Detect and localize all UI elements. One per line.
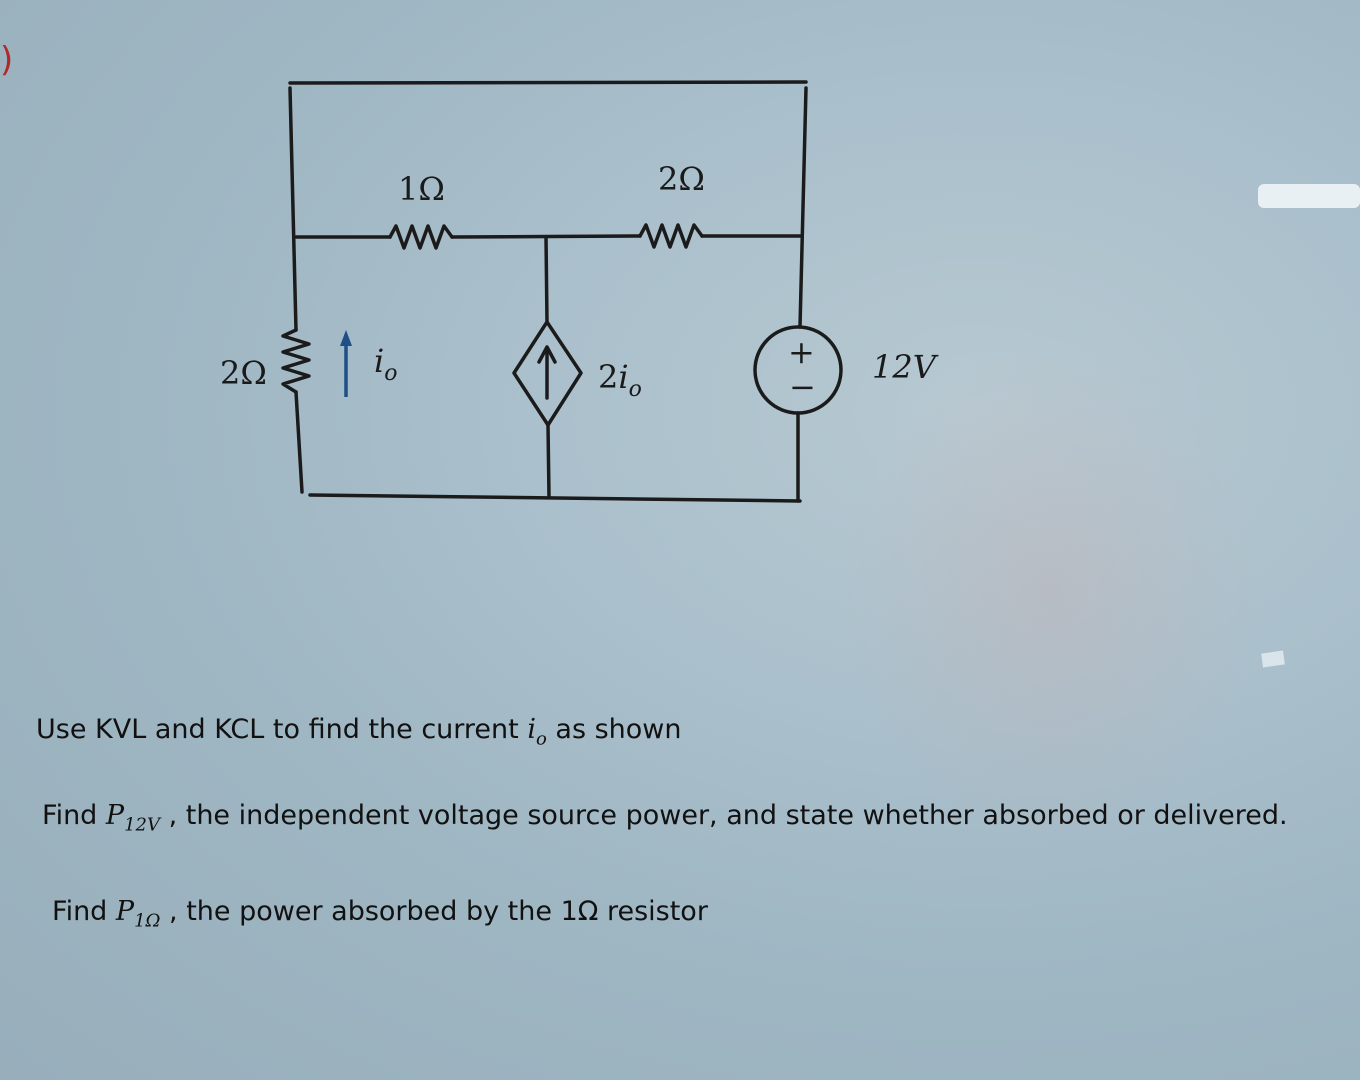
question-3-variable: P — [115, 896, 135, 927]
top-wire — [288, 80, 808, 85]
current-arrow — [340, 330, 352, 397]
center-wire-lower — [546, 423, 551, 499]
resistor-1-ohm — [388, 224, 454, 250]
question-3-suffix: , the power absorbed by the 1Ω resistor — [160, 896, 708, 927]
question-1-suffix: as shown — [546, 714, 682, 745]
question-2-text: Find — [42, 800, 106, 831]
question-3: Find P1Ω , the power absorbed by the 1Ω … — [52, 896, 708, 931]
left-wire-upper — [288, 86, 298, 332]
label-dependent-source: 2io — [598, 358, 642, 402]
voltage-minus-sign: − — [789, 368, 816, 406]
question-1-text: Use KVL and KCL to find the current — [36, 714, 528, 745]
left-resistor — [281, 328, 311, 394]
right-wire-upper — [798, 86, 808, 329]
label-current-io: io — [374, 342, 397, 386]
dependent-current-source-diamond — [512, 320, 583, 427]
question-2-variable: P — [105, 800, 125, 831]
label-2-ohm-top: 2Ω — [658, 160, 705, 198]
question-1: Use KVL and KCL to find the current io a… — [36, 714, 681, 749]
label-12v: 12V — [872, 348, 939, 386]
question-1-subscript: o — [535, 728, 547, 750]
voltage-source-circle — [753, 325, 843, 415]
question-2-suffix: , the independent voltage source power, … — [159, 800, 1288, 831]
center-wire-upper — [544, 235, 549, 324]
dependent-source-arrow-head — [537, 345, 557, 364]
question-3-subscript: 1Ω — [134, 910, 161, 932]
left-wire-lower — [294, 390, 304, 494]
bottom-wire — [308, 493, 802, 503]
question-2-subscript: 12V — [124, 814, 160, 836]
resistor-2-ohm-top — [638, 223, 704, 249]
label-1-ohm: 1Ω — [398, 170, 445, 208]
reflection-highlight — [1258, 184, 1360, 208]
question-3-text: Find — [52, 896, 116, 927]
label-2-ohm-left: 2Ω — [220, 354, 267, 392]
corner-bracket: ) — [0, 40, 14, 80]
voltage-plus-sign: + — [788, 333, 815, 371]
question-2: Find P12V , the independent voltage sour… — [42, 800, 1288, 835]
question-1-variable: i — [527, 714, 536, 745]
